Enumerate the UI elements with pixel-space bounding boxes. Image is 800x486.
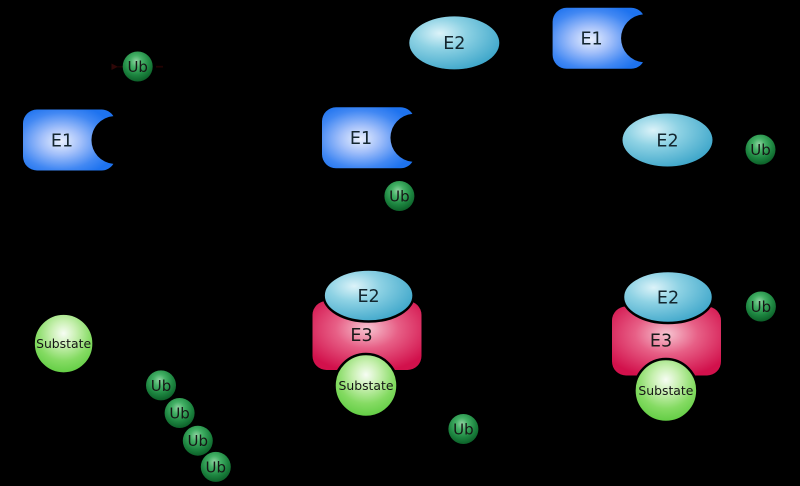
ubiquitin-label: Ub	[751, 298, 772, 316]
substrate-label: Substate	[339, 378, 394, 393]
e3-label: E3	[650, 331, 672, 351]
e3-ligase	[612, 306, 721, 376]
ubiquitin-label: Ub	[453, 420, 474, 438]
ubiquitin-on-e1: Ub	[384, 181, 415, 211]
e2-enzyme-right: E2	[622, 113, 713, 167]
e2-label: E2	[443, 34, 465, 54]
ubiquitin-label: Ub	[389, 187, 410, 205]
e2-enzyme-top: E2	[409, 16, 500, 70]
e1-enzyme-top-right: E1	[552, 7, 643, 69]
complex-right: E2 E3 Substate	[612, 269, 721, 424]
ubiquitin-chain-2: Ub	[164, 398, 195, 428]
substrate-label: Substate	[36, 336, 91, 351]
e1-label: E1	[350, 129, 372, 149]
e2-enzyme	[322, 268, 415, 323]
ubiquitin-label: Ub	[188, 432, 209, 450]
polyubiquitin-chain: Ub Ub Ub Ub	[146, 370, 231, 482]
substrate	[333, 352, 399, 419]
ubiquitin-label: Ub	[750, 141, 771, 159]
ubiquitin-label: Ub	[127, 58, 148, 76]
e2-label: E2	[357, 287, 379, 307]
e2-label: E2	[657, 288, 679, 308]
e1-enzyme-middle: E1	[322, 107, 413, 169]
arrow-remnant-right	[156, 65, 163, 68]
substrate-label: Substate	[638, 383, 693, 398]
e2-label: E2	[656, 131, 678, 151]
substrate	[633, 357, 699, 424]
ubiquitin-chain-4: Ub	[200, 451, 231, 482]
ubiquitin-on-e2-right: Ub	[745, 134, 776, 165]
ubiquitin-chain-3: Ub	[182, 425, 213, 456]
ubiquitin-chain-1: Ub	[146, 370, 176, 401]
e3-label: E3	[350, 326, 372, 346]
e2-enzyme	[621, 269, 715, 325]
ubiquitin-near-complex-right: Ub	[745, 291, 776, 322]
ubiquitin-label: Ub	[206, 458, 227, 476]
ubiquitin-free-top-left: Ub	[122, 51, 153, 82]
ubiquitin-label: Ub	[169, 404, 190, 422]
ubiquitin-free-bottom: Ub	[448, 414, 479, 444]
e1-enzyme-left: E1	[23, 109, 114, 171]
arrow-remnant-left	[111, 63, 123, 70]
e1-label: E1	[51, 131, 73, 151]
substrate-free: Substate	[32, 312, 95, 375]
complex-middle: E2 E3 Substate	[312, 268, 422, 419]
ubiquitin-label: Ub	[151, 377, 172, 395]
e1-label: E1	[580, 30, 602, 50]
